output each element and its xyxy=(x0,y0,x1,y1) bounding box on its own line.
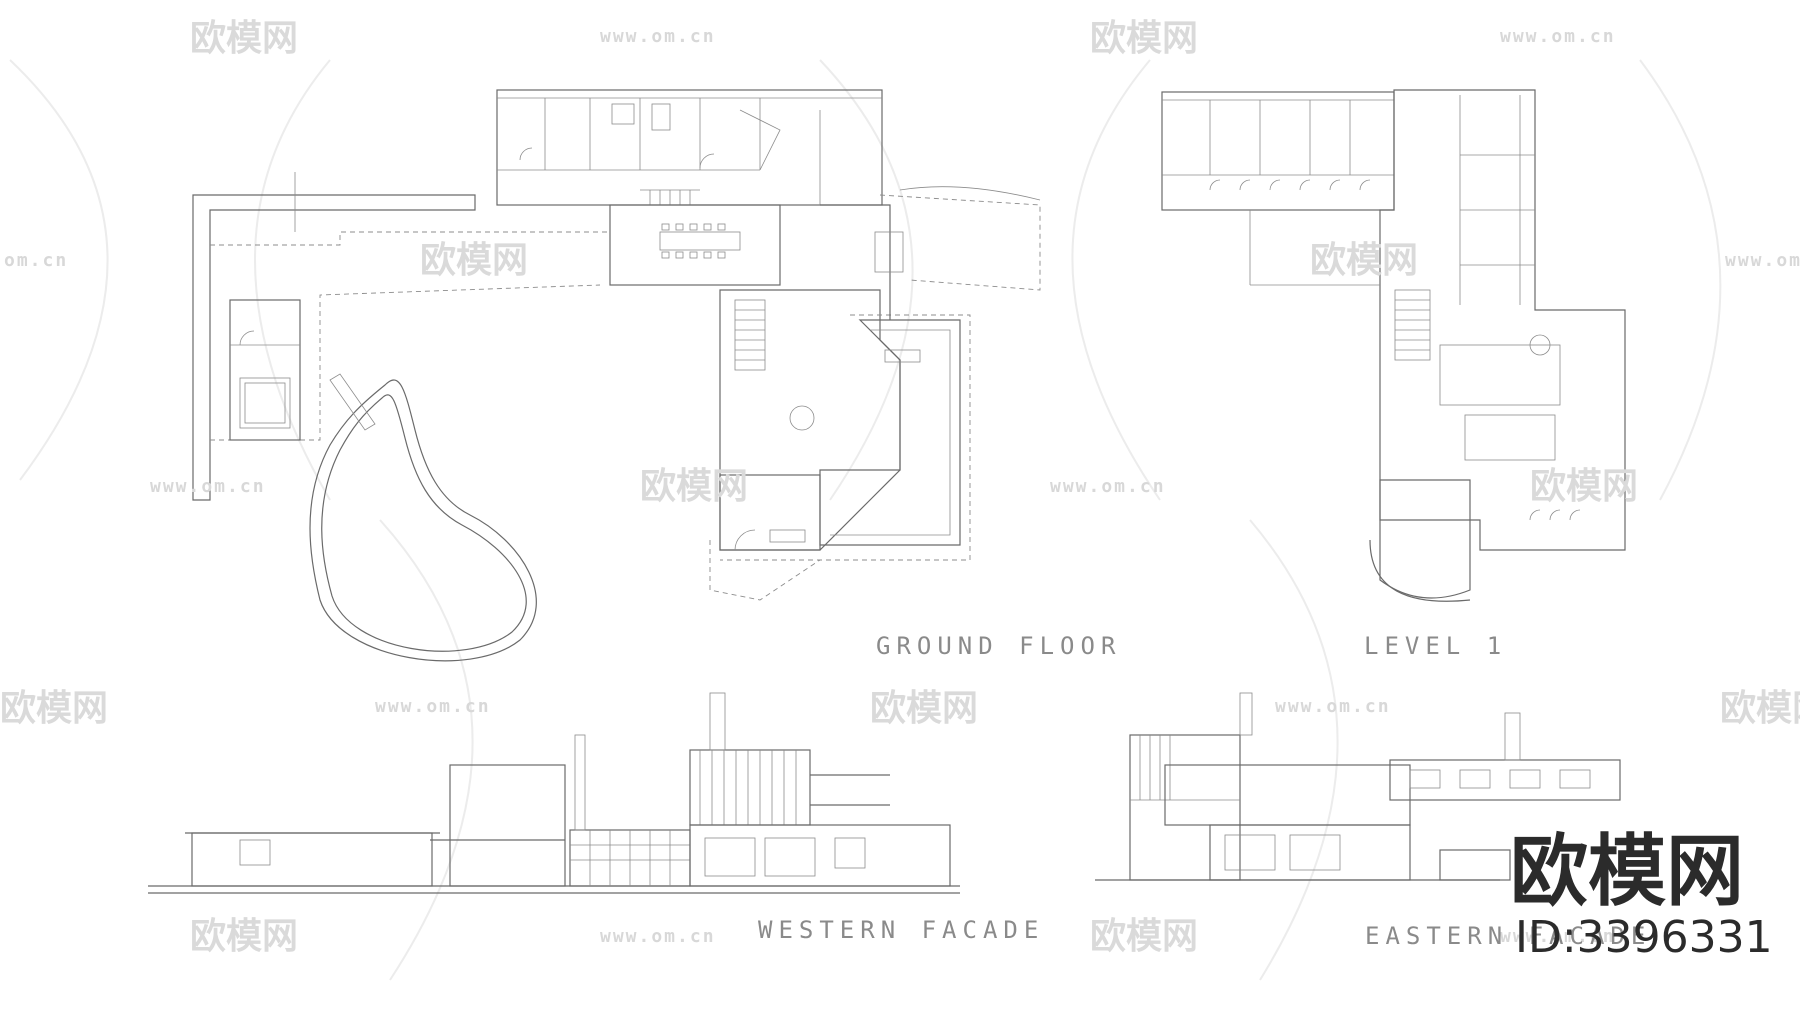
ground-floor-plan xyxy=(192,89,1041,662)
watermark-url: www.om.cn xyxy=(1050,476,1166,497)
eastern-facade-elevation xyxy=(1095,692,1621,881)
watermark-brand: 欧模网 xyxy=(190,18,298,59)
watermark-brand: 欧模网 xyxy=(0,688,108,729)
watermark-url: www.om.cn xyxy=(1725,250,1800,271)
watermark-brand: 欧模网 xyxy=(1720,688,1800,729)
watermark-brand: 欧模网 xyxy=(870,688,978,729)
watermark-brand: 欧模网 xyxy=(1530,466,1638,507)
label-western-facade: WESTERN FACADE xyxy=(758,916,1044,944)
western-facade-elevation xyxy=(148,692,960,894)
watermark-url: www.om.cn xyxy=(1500,926,1616,947)
watermark-layer: 欧模网 欧模网 欧模网 欧模网 欧模网 欧模网 欧模网 欧模网 欧模网 欧模网 … xyxy=(0,18,1800,957)
watermark-url: www.om.cn xyxy=(375,696,491,717)
watermark-url: www.om.cn xyxy=(600,26,716,47)
label-level-1: LEVEL 1 xyxy=(1364,632,1507,660)
level-1-plan xyxy=(1161,89,1626,602)
watermark-url: www.om.cn xyxy=(600,926,716,947)
watermark-brand: 欧模网 xyxy=(1090,18,1198,59)
brand-logo-text: 欧模网 xyxy=(1510,827,1744,917)
watermark-url: www.om.cn xyxy=(1500,26,1616,47)
watermark-url: www.om.cn xyxy=(1275,696,1391,717)
watermark-brand: 欧模网 xyxy=(1090,916,1198,957)
watermark-brand: 欧模网 xyxy=(420,240,528,281)
watermark-url: www.om.cn xyxy=(150,476,266,497)
watermark-arcs xyxy=(9,59,1722,981)
label-eastern-facade: EASTERN FACADE xyxy=(1365,922,1651,950)
model-id: ID:3396331 xyxy=(1515,912,1773,963)
label-ground-floor: GROUND FLOOR xyxy=(876,632,1121,660)
watermark-brand: 欧模网 xyxy=(1310,240,1418,281)
watermark-url: om.cn xyxy=(4,250,68,271)
watermark-brand: 欧模网 xyxy=(190,916,298,957)
watermark-brand: 欧模网 xyxy=(640,466,748,507)
